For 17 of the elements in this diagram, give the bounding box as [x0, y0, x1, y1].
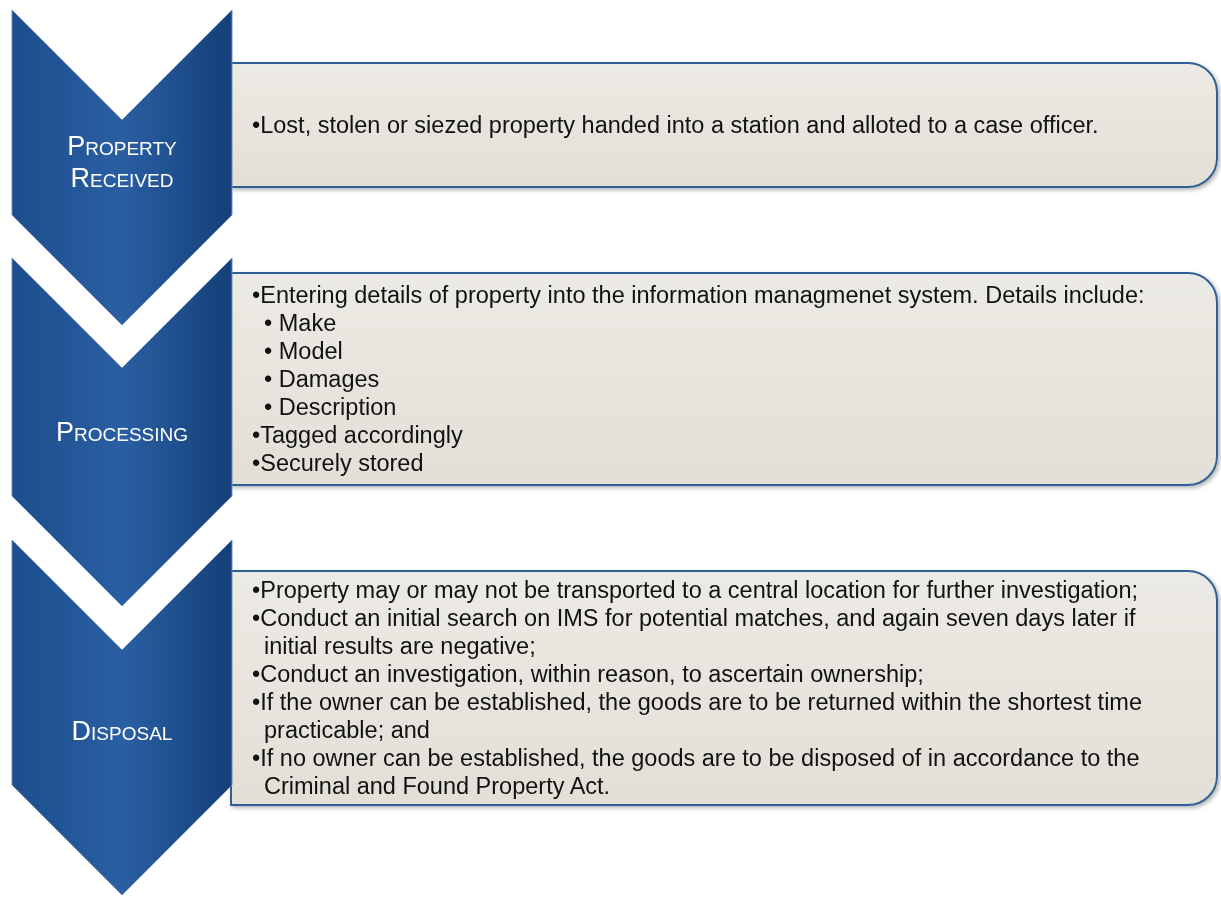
bullet-item: • Model [264, 337, 344, 365]
bullet-item: •If no owner can be established, the goods are to be disposed of in accordance to the Criminal and Found Property Act. [252, 744, 1141, 800]
bullet-item: •Entering details of property into the information managmenet system. Details include: [252, 281, 1145, 309]
bullet-item: • Damages [264, 365, 381, 393]
step-label: Disposal [70, 715, 174, 747]
bullet-item: •Property may or may not be transported to a central location for further investigation; [252, 576, 1139, 604]
step-label: Property Received [66, 130, 178, 194]
bullet-item: •Conduct an initial search on IMS for potential matches, and again seven days later if initial results are negative; [252, 604, 1137, 660]
bullet-item: • Make [264, 309, 338, 337]
description-panel [230, 62, 1218, 188]
bullet-item: •Securely stored [252, 449, 425, 477]
bullet-item: • Description [264, 393, 398, 421]
bullet-item: •Conduct an investigation, within reason, to ascertain ownership; [252, 660, 925, 688]
bullet-item: •Tagged accordingly [252, 421, 464, 449]
step-label: Processing [55, 416, 189, 448]
bullet-item: •Lost, stolen or siezed property handed into a station and alloted to a case officer. [252, 111, 1099, 139]
bullet-item: •If the owner can be established, the goods are to be returned within the shortest time practicable; and [252, 688, 1143, 744]
